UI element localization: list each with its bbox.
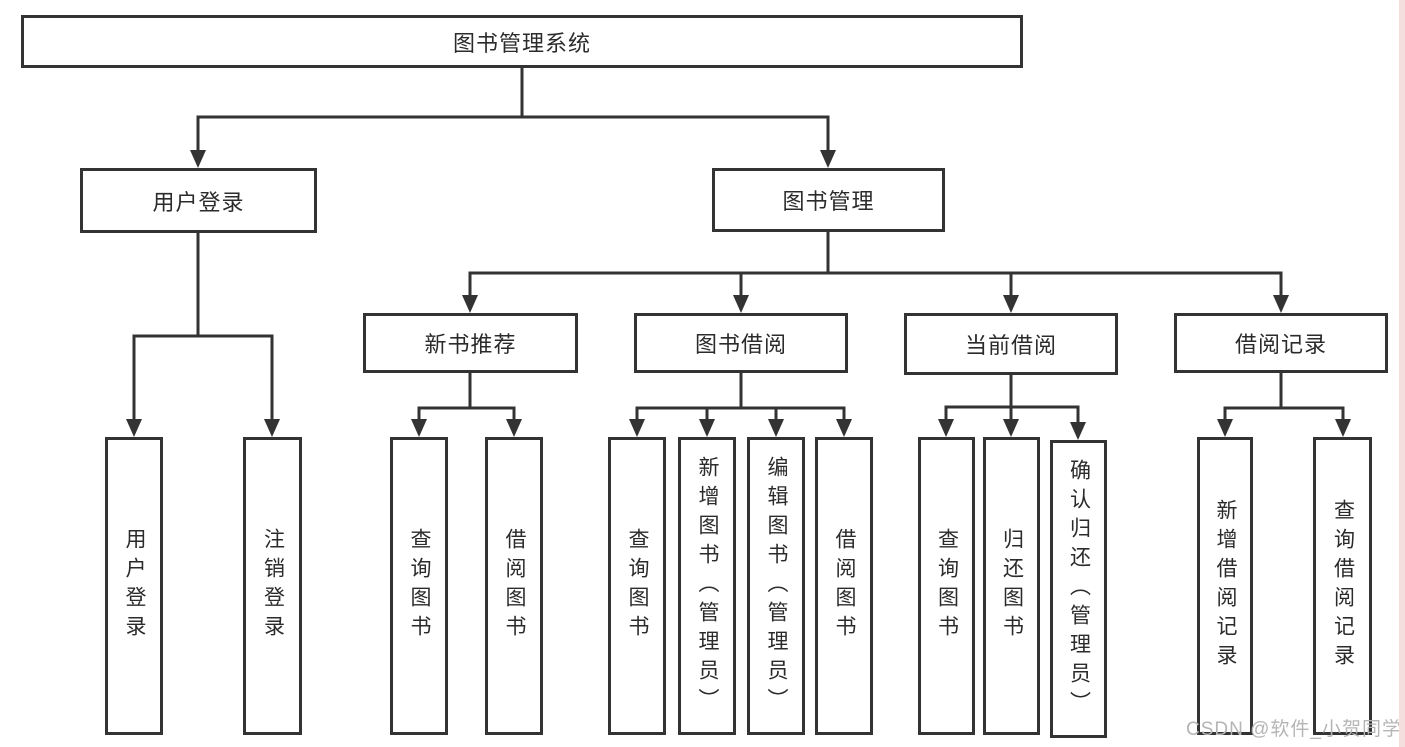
node-label: 借阅记录 xyxy=(1234,332,1327,357)
leaf-borrow-books: 借阅图书 xyxy=(815,437,873,735)
leaf-label: 新增借阅记录 xyxy=(1214,499,1237,673)
arrowhead-icon xyxy=(1003,295,1019,313)
leaf-label: 编辑图书（管理员） xyxy=(765,455,788,717)
arrowhead-icon xyxy=(629,419,645,437)
leaf-query-books-borrow: 查询图书 xyxy=(608,437,666,735)
node-borrowing-records: 借阅记录 xyxy=(1174,313,1388,373)
node-library-system: 图书管理系统 xyxy=(21,15,1023,68)
node-label: 图书借阅 xyxy=(694,332,787,357)
leaf-user-login: 用户登录 xyxy=(105,437,163,735)
node-user-login: 用户登录 xyxy=(80,168,317,233)
right-edge-strip xyxy=(1399,0,1405,747)
arrowhead-icon xyxy=(820,150,836,168)
arrowhead-icon xyxy=(836,419,852,437)
leaf-label: 用户登录 xyxy=(123,528,146,644)
arrowhead-icon xyxy=(462,295,478,313)
arrowhead-icon xyxy=(1335,419,1351,437)
node-label: 新书推荐 xyxy=(424,332,517,357)
leaf-add-book-admin: 新增图书（管理员） xyxy=(678,437,736,735)
arrowhead-icon xyxy=(1070,422,1086,440)
node-label: 图书管理系统 xyxy=(452,30,591,56)
leaf-label: 查询借阅记录 xyxy=(1331,499,1355,673)
leaf-label: 查询图书 xyxy=(935,528,959,644)
leaf-confirm-return-admin: 确认归还（管理员） xyxy=(1050,440,1107,738)
arrowhead-icon xyxy=(1273,295,1289,313)
node-new-book-recommend: 新书推荐 xyxy=(363,313,578,373)
leaf-borrow-books-recommend: 借阅图书 xyxy=(485,437,543,735)
leaf-label: 查询图书 xyxy=(626,528,649,644)
node-label: 图书管理 xyxy=(782,189,875,214)
node-book-borrowing: 图书借阅 xyxy=(634,313,848,373)
arrowhead-icon xyxy=(733,295,749,313)
leaf-label: 新增图书（管理员） xyxy=(696,455,719,717)
leaf-logout: 注销登录 xyxy=(243,437,302,735)
leaf-edit-book-admin: 编辑图书（管理员） xyxy=(747,437,805,735)
leaf-label: 归还图书 xyxy=(1000,528,1024,644)
arrowhead-icon xyxy=(126,419,142,437)
arrowhead-icon xyxy=(699,419,715,437)
leaf-label: 注销登录 xyxy=(261,528,285,644)
node-current-borrowing: 当前借阅 xyxy=(904,313,1118,375)
arrowhead-icon xyxy=(411,419,427,437)
arrowhead-icon xyxy=(1217,419,1233,437)
leaf-label: 借阅图书 xyxy=(833,528,856,644)
csdn-watermark: CSDN @软件_小贺同学 xyxy=(1186,719,1402,740)
leaf-label: 查询图书 xyxy=(408,528,431,644)
leaf-query-books-recommend: 查询图书 xyxy=(390,437,448,735)
arrowhead-icon xyxy=(190,150,206,168)
arrowhead-icon xyxy=(506,419,522,437)
leaf-label: 确认归还（管理员） xyxy=(1067,458,1091,720)
arrowhead-icon xyxy=(1003,419,1019,437)
node-label: 用户登录 xyxy=(152,189,245,215)
leaf-query-borrow-record: 查询借阅记录 xyxy=(1313,437,1372,735)
node-book-management: 图书管理 xyxy=(712,168,945,232)
leaf-return-book: 归还图书 xyxy=(983,437,1040,735)
arrowhead-icon xyxy=(938,419,954,437)
arrowhead-icon xyxy=(264,419,280,437)
leaf-query-books-current: 查询图书 xyxy=(918,437,975,735)
leaf-add-borrow-record: 新增借阅记录 xyxy=(1197,437,1253,735)
node-label: 当前借阅 xyxy=(964,333,1057,358)
arrowhead-icon xyxy=(768,419,784,437)
leaf-label: 借阅图书 xyxy=(503,528,526,644)
